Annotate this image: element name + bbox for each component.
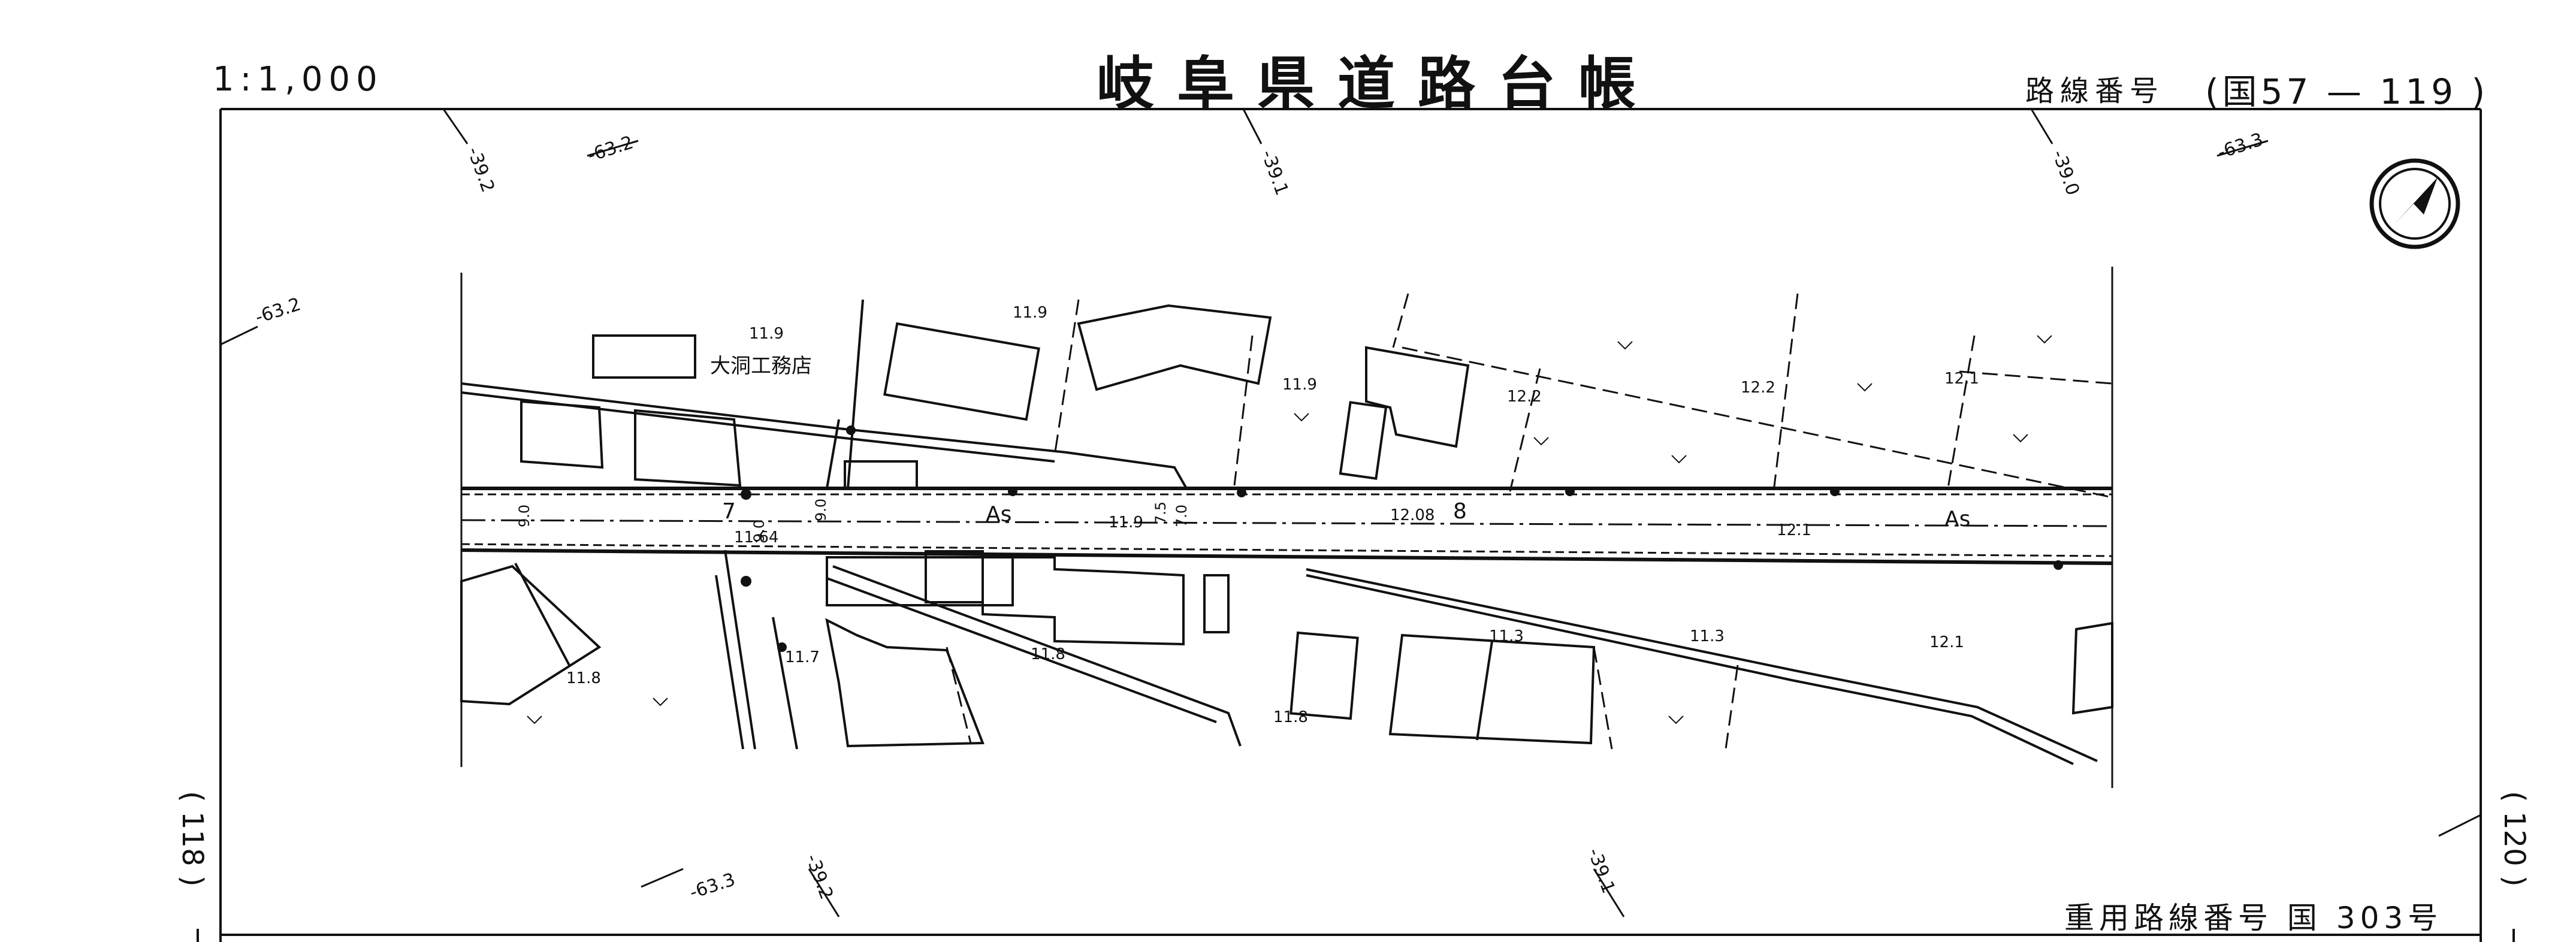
grid-label: -63.2: [585, 132, 636, 166]
spot-height: 11.9: [749, 325, 784, 343]
margin-sheet-refs: ( 118 ) ( 120 ): [176, 791, 2531, 887]
spot-height: 11.64: [734, 529, 778, 547]
sheet-frame: [197, 108, 2515, 942]
spot-height: 11.3: [1489, 627, 1524, 645]
route-number: (国57 — 119 ): [2205, 71, 2489, 112]
building-name-label: 大洞工務店: [710, 354, 812, 378]
route-label: 路線番号: [2025, 74, 2165, 108]
overlap-route-label: 重用路線番号 国 303号: [2064, 901, 2443, 935]
grid-label: -63.2: [253, 294, 304, 328]
road-width-label: 9.0: [516, 505, 533, 527]
spot-height: 12.1: [1929, 633, 1964, 651]
spot-height: 11.9: [1109, 514, 1143, 532]
north-arrow-icon: [2369, 158, 2460, 249]
spot-height: 12.2: [1741, 379, 1775, 397]
side-roads: [461, 299, 2098, 765]
main-road: [461, 487, 2113, 565]
buildings: [460, 304, 2113, 748]
road-width-label: 9.0: [813, 499, 829, 521]
grid-label: -39.1: [1257, 147, 1292, 198]
grid-label: -39.1: [1583, 846, 1618, 896]
road-width-label: 7.0: [1173, 505, 1190, 527]
page-title: 岐阜県道路台帳: [1097, 50, 1659, 117]
adjacent-sheet-right: ( 120 ): [2498, 791, 2531, 887]
road-width-label: 7.5: [1152, 502, 1169, 524]
spot-height: 12.08: [1390, 506, 1435, 524]
grid-label: -39.0: [2047, 147, 2083, 198]
spot-height: 11.9: [1282, 376, 1317, 394]
road-width-label: 9.0: [751, 520, 768, 542]
grid-label: -63.3: [687, 869, 738, 903]
road-surface-label: As: [986, 502, 1011, 527]
field-symbols: [527, 335, 2052, 724]
spot-height: 12.1: [1944, 370, 1979, 388]
grid-ticks: [220, 108, 2481, 917]
spot-height: 11.9: [1013, 304, 1047, 322]
spot-height: 11.8: [1031, 645, 1065, 663]
station-number: 8: [1453, 499, 1467, 524]
road-surface-label: As: [1944, 507, 1970, 532]
spot-height: 11.8: [566, 669, 601, 687]
spot-height: 11.3: [1690, 627, 1725, 645]
grid-label: -63.3: [2215, 129, 2266, 163]
grid-label: -39.2: [801, 852, 836, 902]
spot-height: 12.2: [1507, 388, 1542, 406]
map-scale: 1:1,000: [213, 60, 383, 99]
spot-height: 11.7: [785, 648, 820, 666]
junction-number: 7: [722, 499, 736, 524]
adjacent-sheet-left: ( 118 ): [176, 791, 209, 887]
spot-height: 11.8: [1273, 708, 1308, 726]
map-labels: 大洞工務店 As As 9.0 9.0 9.0 7.5 7.0 7 8 11.9…: [516, 304, 1979, 726]
spot-height: 12.1: [1777, 521, 1811, 539]
parcel-boundaries: [946, 293, 2113, 750]
grid-label: -39.2: [463, 144, 498, 195]
utility-poles: [741, 425, 2063, 652]
